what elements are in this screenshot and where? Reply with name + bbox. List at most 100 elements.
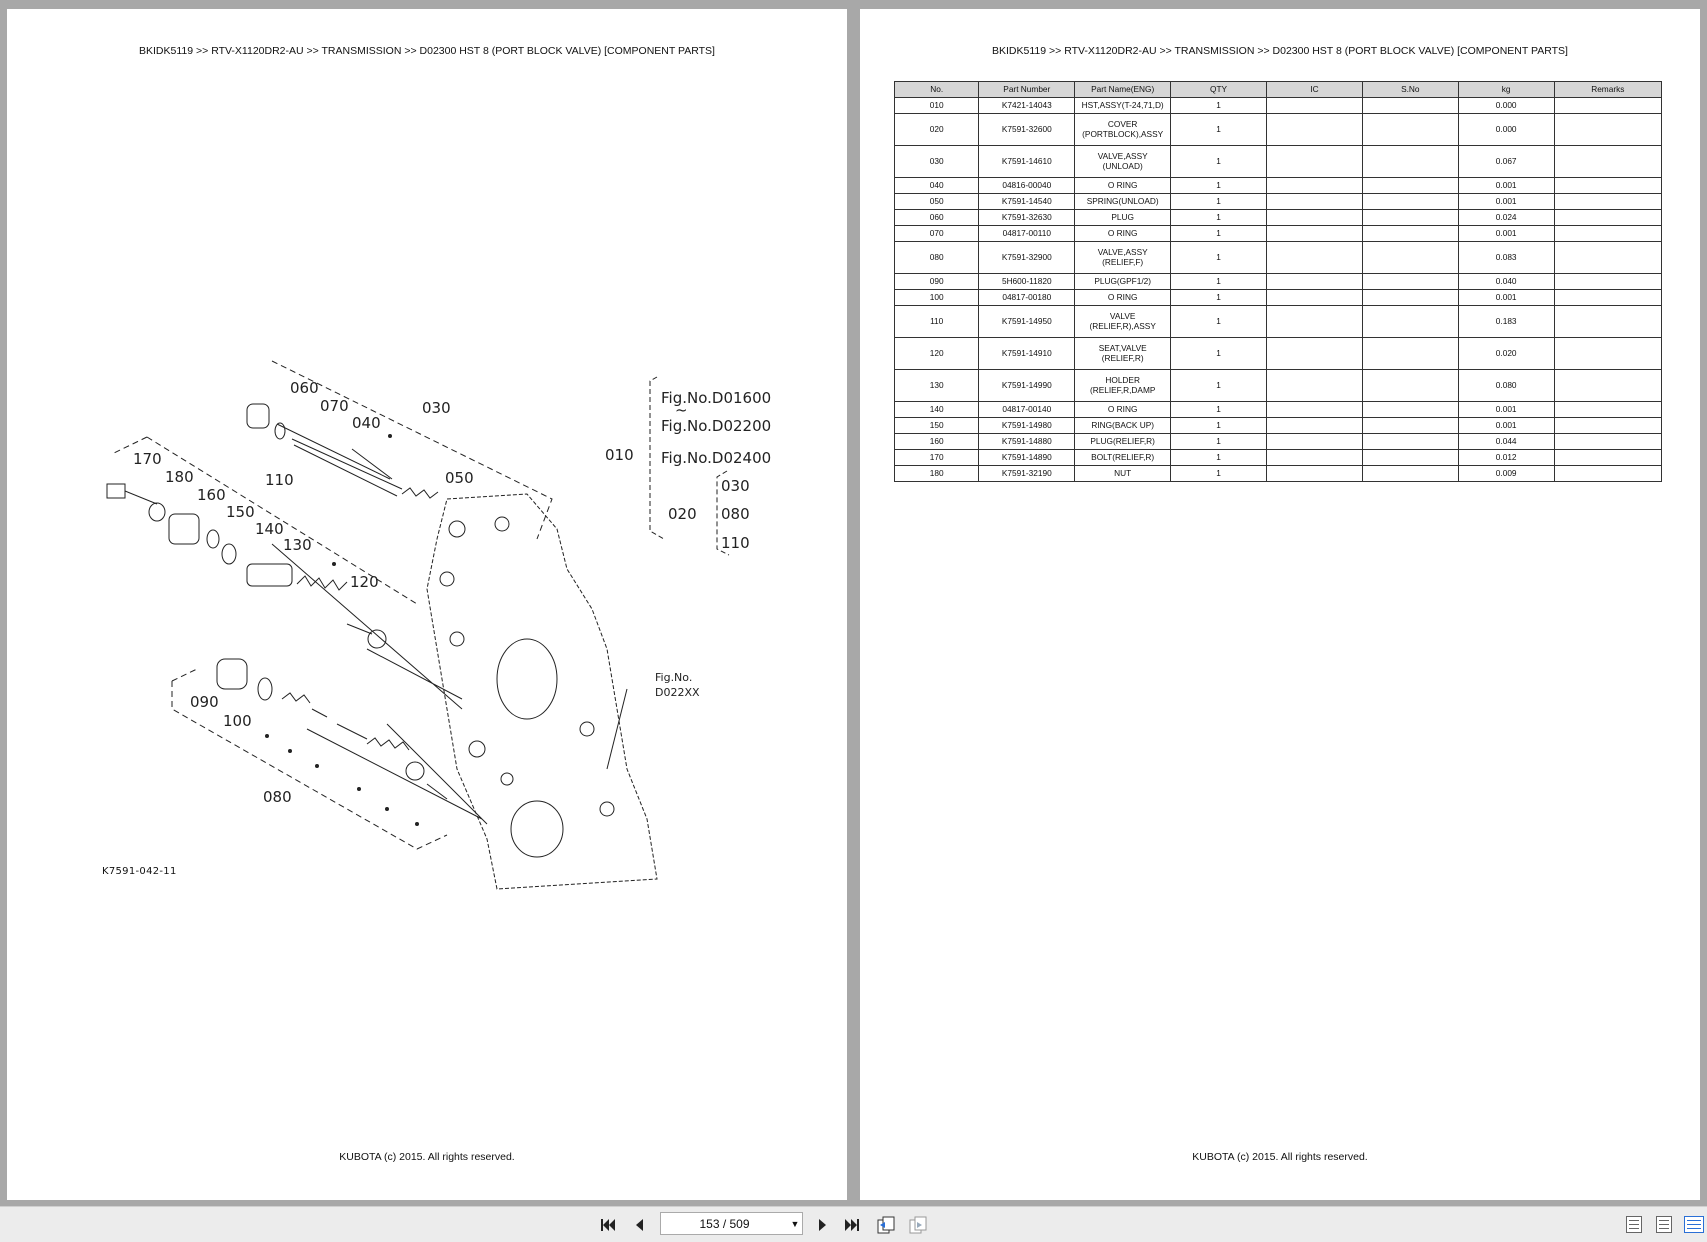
continuous-view-icon[interactable] (1656, 1216, 1672, 1233)
cell-ic (1265, 225, 1363, 242)
cell-part-number: 04817-00180 (978, 289, 1076, 306)
cell-sno (1361, 401, 1459, 418)
cell-remarks (1553, 209, 1663, 226)
cell-remarks (1553, 417, 1663, 434)
page-number-field[interactable]: 153 / 509 ▼ (660, 1212, 803, 1235)
previous-view-icon[interactable] (876, 1215, 896, 1235)
leader-dots (265, 434, 419, 826)
left-page: BKIDK5119 >> RTV-X1120DR2-AU >> TRANSMIS… (7, 9, 847, 1200)
cell-remarks (1553, 193, 1663, 210)
callout-020: 020 (668, 505, 697, 523)
cell-ic (1265, 369, 1363, 402)
first-page-icon[interactable] (598, 1215, 618, 1235)
cell-sno (1361, 337, 1459, 370)
cell-ic (1265, 209, 1363, 226)
column-header-ic: IC (1265, 81, 1363, 98)
fig-ref-label: Fig.No. (655, 671, 692, 684)
fig-ref-d02400: Fig.No.D02400 (661, 449, 771, 467)
sub-bracket (716, 470, 730, 556)
cell-kg: 0.183 (1457, 305, 1555, 338)
page-header: BKIDK5119 >> RTV-X1120DR2-AU >> TRANSMIS… (992, 45, 1568, 57)
callout-030: 030 (422, 399, 451, 417)
cell-remarks (1553, 145, 1663, 178)
cell-part-name: HST,ASSY(T-24,71,D) (1074, 97, 1172, 114)
column-header-qty: QTY (1170, 81, 1267, 98)
cell-qty: 1 (1170, 193, 1267, 210)
cell-remarks (1553, 305, 1663, 338)
cell-part-name: VALVE (RELIEF,R),ASSY (1074, 305, 1172, 338)
cell-part-name: O RING (1074, 177, 1172, 194)
cell-part-name: PLUG(RELIEF,R) (1074, 433, 1172, 450)
cell-part-name: O RING (1074, 401, 1172, 418)
cell-ic (1265, 241, 1363, 274)
cell-part-name: HOLDER (RELIEF,R,DAMP (1074, 369, 1172, 402)
callout-080-ref: 080 (721, 505, 750, 523)
callout-060: 060 (290, 379, 319, 397)
column-header-kg: kg (1457, 81, 1555, 98)
callout-080: 080 (263, 788, 292, 806)
cell-no: 140 (893, 401, 980, 418)
cell-part-number: K7591-14910 (978, 337, 1076, 370)
cell-sno (1361, 273, 1459, 290)
cell-kg: 0.012 (1457, 449, 1555, 466)
cell-ic (1265, 433, 1363, 450)
cell-remarks (1553, 177, 1663, 194)
fig-ref-range-sign: ~ (675, 401, 688, 419)
cell-kg: 0.001 (1457, 289, 1555, 306)
cell-remarks (1553, 113, 1663, 146)
cell-qty: 1 (1170, 433, 1267, 450)
cell-part-number: 5H600-11820 (978, 273, 1076, 290)
right-page: BKIDK5119 >> RTV-X1120DR2-AU >> TRANSMIS… (860, 9, 1700, 1200)
cell-part-name: O RING (1074, 289, 1172, 306)
cell-kg: 0.001 (1457, 417, 1555, 434)
callout-090: 090 (190, 693, 219, 711)
next-view-icon[interactable] (908, 1215, 928, 1235)
cell-sno (1361, 97, 1459, 114)
callout-030-ref: 030 (721, 477, 750, 495)
column-header-part-name: Part Name(ENG) (1074, 81, 1172, 98)
cell-part-number: K7591-14950 (978, 305, 1076, 338)
cell-no: 020 (893, 113, 980, 146)
cell-part-name: PLUG(GPF1/2) (1074, 273, 1172, 290)
last-page-icon[interactable] (842, 1215, 862, 1235)
page-header: BKIDK5119 >> RTV-X1120DR2-AU >> TRANSMIS… (139, 45, 715, 57)
previous-page-icon[interactable] (630, 1215, 650, 1235)
callout-110-ref: 110 (721, 534, 750, 552)
cell-no: 030 (893, 145, 980, 178)
cell-no: 080 (893, 241, 980, 274)
cell-part-name: VALVE,ASSY (RELIEF,F) (1074, 241, 1172, 274)
cell-no: 170 (893, 449, 980, 466)
cell-sno (1361, 449, 1459, 466)
cell-part-number: 04816-00040 (978, 177, 1076, 194)
cell-sno (1361, 465, 1459, 482)
cell-part-number: 04817-00140 (978, 401, 1076, 418)
callout-140: 140 (255, 520, 284, 538)
cell-qty: 1 (1170, 241, 1267, 274)
single-page-view-icon[interactable] (1626, 1216, 1642, 1233)
facing-pages-view-icon[interactable] (1684, 1216, 1704, 1233)
callout-160: 160 (197, 486, 226, 504)
chevron-down-icon[interactable]: ▼ (790, 1218, 800, 1229)
cell-part-number: K7591-14610 (978, 145, 1076, 178)
page-footer: KUBOTA (c) 2015. All rights reserved. (1192, 1151, 1368, 1163)
cell-ic (1265, 417, 1363, 434)
cell-kg: 0.001 (1457, 225, 1555, 242)
cell-no: 050 (893, 193, 980, 210)
cell-part-number: K7591-32900 (978, 241, 1076, 274)
cell-part-name: VALVE,ASSY (UNLOAD) (1074, 145, 1172, 178)
cell-kg: 0.009 (1457, 465, 1555, 482)
next-page-icon[interactable] (812, 1215, 832, 1235)
cell-part-number: K7591-32600 (978, 113, 1076, 146)
cell-kg: 0.044 (1457, 433, 1555, 450)
callout-110: 110 (265, 471, 294, 489)
cell-part-number: K7591-14890 (978, 449, 1076, 466)
cell-part-number: K7421-14043 (978, 97, 1076, 114)
cell-no: 040 (893, 177, 980, 194)
cell-kg: 0.000 (1457, 97, 1555, 114)
